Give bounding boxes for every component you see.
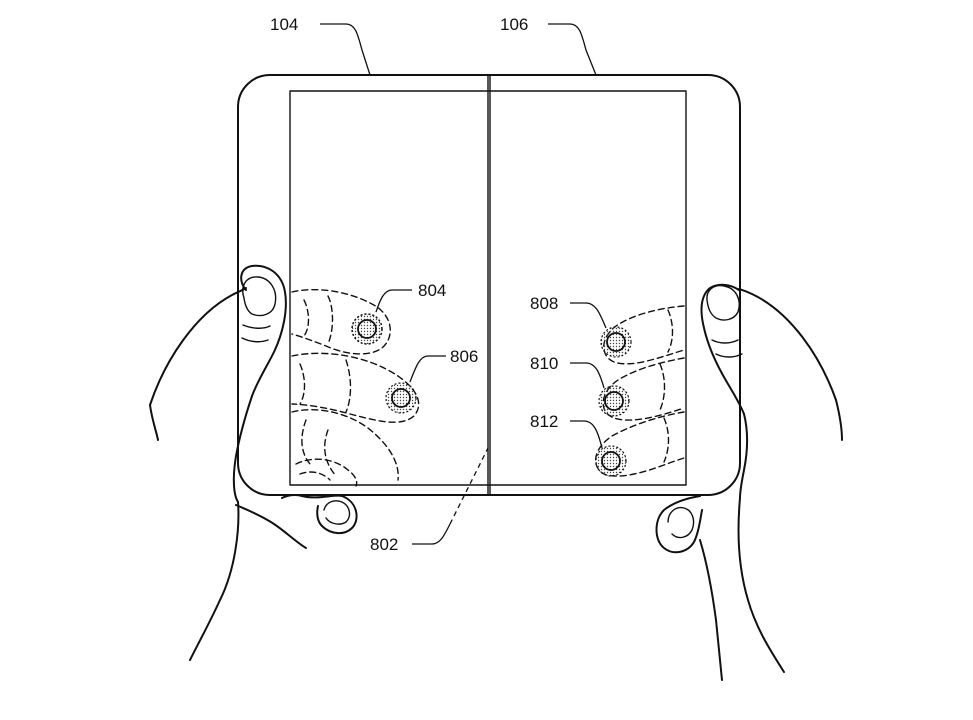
label-802: 802 <box>370 535 398 554</box>
left-finger-1-joint-b <box>327 295 334 345</box>
left-finger-4 <box>295 458 358 487</box>
leader-106 <box>548 23 597 76</box>
right-wrist-upper <box>835 399 843 441</box>
label-812: 812 <box>530 412 558 431</box>
left-fingers-dashed <box>291 288 420 487</box>
left-finger-side <box>235 504 307 549</box>
right-thumb-crease-2 <box>715 353 743 358</box>
left-finger-2-joint-b <box>345 359 352 413</box>
leader-810 <box>570 362 605 389</box>
touch-point-806 <box>385 382 417 414</box>
left-finger-below <box>281 493 358 534</box>
left-thumb-crease-2 <box>241 337 269 343</box>
right-thumb-crease-1 <box>711 339 739 344</box>
left-hand <box>149 264 358 661</box>
label-104: 104 <box>270 15 298 34</box>
left-wrist-lower <box>189 501 240 661</box>
right-finger-2-joint <box>659 363 666 411</box>
touch-point-812 <box>595 445 627 477</box>
touch-point-804 <box>351 313 383 345</box>
label-804: 804 <box>418 281 446 300</box>
right-finger-side <box>699 539 723 681</box>
leader-802 <box>412 523 451 545</box>
left-finger-1 <box>291 288 391 355</box>
touch-point-808 <box>600 326 632 358</box>
left-hand-upper-contour <box>149 287 247 406</box>
left-finger-3-joint-b <box>324 429 337 477</box>
leader-806 <box>409 355 446 383</box>
device-outline <box>237 74 741 496</box>
left-finger-4-joint <box>299 471 331 481</box>
left-wrist-upper <box>149 404 159 441</box>
left-finger-1-joint <box>303 299 310 337</box>
label-806: 806 <box>450 347 478 366</box>
right-hand <box>655 283 843 681</box>
leader-808 <box>570 302 607 329</box>
touch-points <box>351 313 632 477</box>
leader-lines <box>320 23 607 545</box>
reference-labels: 104 106 804 806 808 810 812 802 <box>270 15 558 554</box>
left-thumb-crease-1 <box>242 324 271 329</box>
left-thumb <box>240 264 287 397</box>
right-finger-3-joint <box>663 417 670 463</box>
left-finger-3 <box>291 409 399 481</box>
left-finger-2-joint <box>299 363 306 405</box>
right-fingernail-below <box>667 506 695 539</box>
right-thumbnail <box>706 284 740 321</box>
label-810: 810 <box>530 354 558 373</box>
right-hand-upper-contour <box>738 288 837 401</box>
leader-802-dashed <box>449 447 489 525</box>
leader-104 <box>320 23 371 76</box>
touch-point-810 <box>598 385 630 417</box>
left-hand-palm-edge <box>232 395 253 503</box>
leader-804 <box>375 289 412 313</box>
left-thumbnail <box>242 276 277 317</box>
right-finger-1-joint <box>667 309 674 353</box>
right-hand-palm-edge <box>739 413 748 499</box>
left-finger-3-joint <box>301 419 311 465</box>
label-808: 808 <box>530 294 558 313</box>
left-fingernail-below <box>323 500 351 525</box>
right-wrist-lower <box>737 497 785 673</box>
leader-812 <box>570 420 603 449</box>
device-body <box>237 74 741 496</box>
label-106: 106 <box>500 15 528 34</box>
right-finger-below <box>655 495 703 554</box>
left-finger-2 <box>291 352 420 423</box>
